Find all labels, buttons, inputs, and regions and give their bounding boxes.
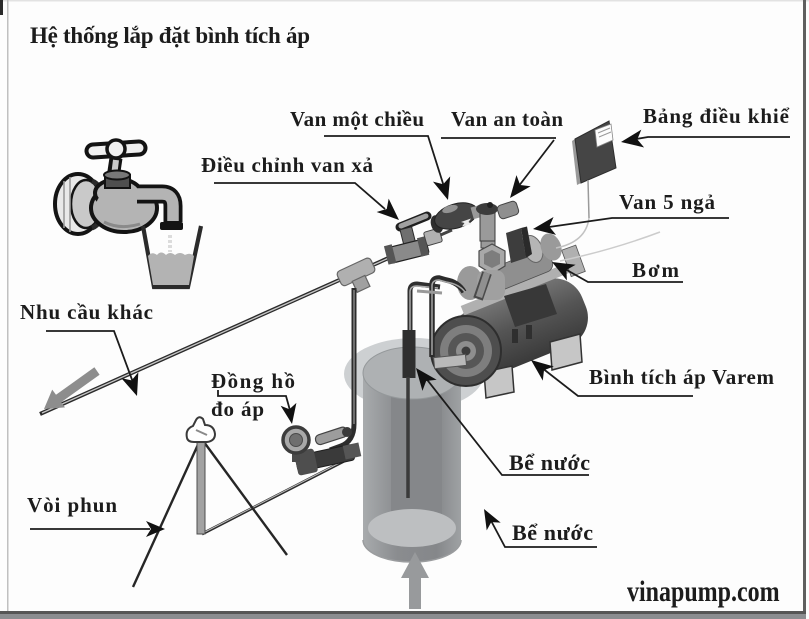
svg-text:Vòi phun: Vòi phun <box>27 493 117 517</box>
svg-text:Van một chiều: Van một chiều <box>290 107 424 131</box>
svg-text:Hệ thống lắp đặt bình tích áp: Hệ thống lắp đặt bình tích áp <box>30 23 310 48</box>
svg-text:Bơm: Bơm <box>632 258 680 282</box>
svg-text:Bảng điều khiể: Bảng điều khiể <box>643 104 790 128</box>
svg-text:Bể nước: Bể nước <box>509 450 590 475</box>
svg-text:Bể nước: Bể nước <box>512 520 593 545</box>
svg-text:Nhu cầu khác: Nhu cầu khác <box>20 300 153 324</box>
svg-text:Bình tích áp Varem: Bình tích áp Varem <box>589 365 775 389</box>
svg-text:Van 5 ngả: Van 5 ngả <box>619 190 716 214</box>
svg-text:đo áp: đo áp <box>211 397 264 421</box>
svg-text:Điều chỉnh van xả: Điều chỉnh van xả <box>201 153 374 177</box>
svg-text:Đồng hồ: Đồng hồ <box>211 369 295 393</box>
svg-text:Van an toàn: Van an toàn <box>451 107 563 131</box>
svg-text:vinapump.com: vinapump.com <box>627 574 780 607</box>
